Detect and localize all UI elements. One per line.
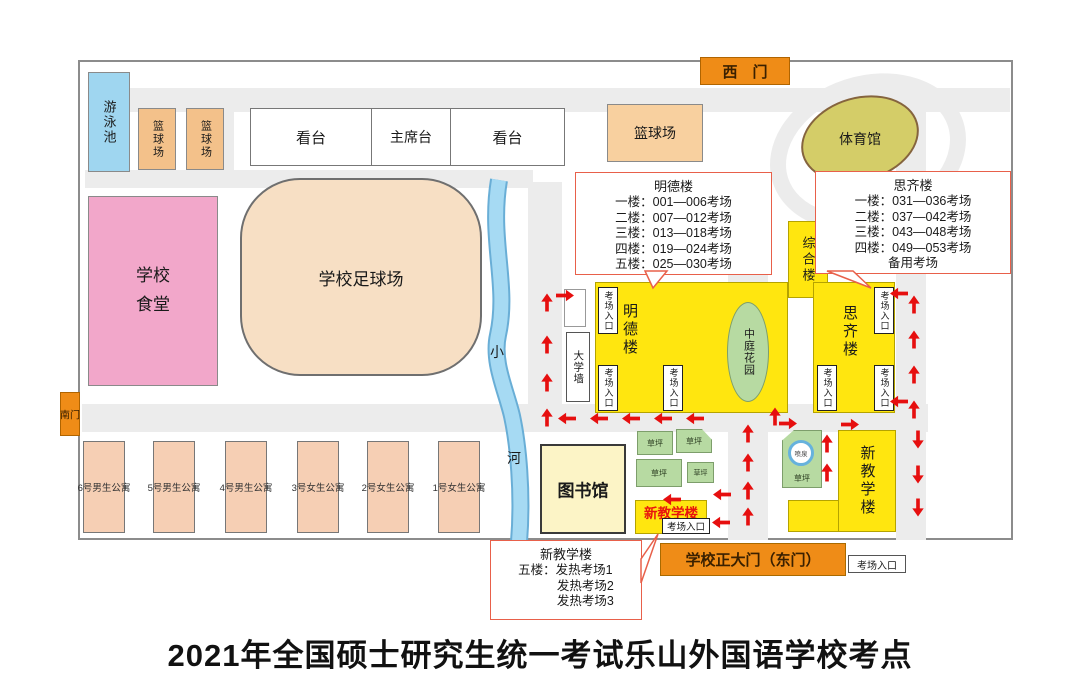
new-building-callout-title: 新教学楼 xyxy=(539,547,592,562)
callout-line: 二楼：007—012考场 xyxy=(615,210,732,225)
exam-entrance-box: 考场入口 xyxy=(874,287,894,334)
comprehensive-building-label: 综合楼 xyxy=(800,235,816,284)
dorm-building: 2号女生公寓 xyxy=(362,441,414,533)
callout-line: 三楼：013—018考场 xyxy=(615,226,732,240)
swimming-pool-label: 游泳池 xyxy=(101,99,117,145)
callout-line: 四楼：019—024考场 xyxy=(615,241,732,256)
exam-entrance-box: 考场入口 xyxy=(663,365,683,411)
exam-entrance-box: 考场入口 xyxy=(874,365,894,411)
callout-line: 备用考场 xyxy=(887,256,938,270)
basketball-court-small-1: 篮球场 xyxy=(138,108,176,170)
mingde-callout-title: 明德楼 xyxy=(653,179,693,194)
callout-line: 发热考场2 xyxy=(556,578,614,593)
dorm-building: 3号女生公寓 xyxy=(292,441,344,533)
university-wall-label: 大学墙 xyxy=(572,349,585,385)
exam-entrance-label: 考场入口 xyxy=(879,368,890,408)
new-building-callout-pointer xyxy=(640,533,659,584)
atrium-garden: 中庭花园 xyxy=(727,302,769,402)
road-segment xyxy=(528,182,562,432)
main-gate: 学校正大门（东门） xyxy=(660,543,846,576)
exam-entrance-box: 考场入口 xyxy=(848,555,906,573)
exam-entrance-box: 考场入口 xyxy=(598,287,618,334)
dorm-label: 1号女生公寓 xyxy=(432,483,486,494)
exam-entrance-box: 考场入口 xyxy=(598,365,618,411)
dorm-building: 1号女生公寓 xyxy=(433,441,485,533)
dorm-building: 4号男生公寓 xyxy=(220,441,272,533)
podium: 主席台 xyxy=(372,109,451,165)
callout-line: 一楼：031—036考场 xyxy=(854,194,972,208)
road-segment xyxy=(82,404,928,432)
dorm-label: 4号男生公寓 xyxy=(219,483,273,494)
page-title: 2021年全国硕士研究生统一考试乐山外国语学校考点 xyxy=(167,638,913,673)
exam-entrance-box: 考场入口 xyxy=(817,365,837,411)
gymnasium-label: 体育馆 xyxy=(839,131,881,147)
dorm-label: 2号女生公寓 xyxy=(361,483,415,494)
swimming-pool: 游泳池 xyxy=(88,72,130,172)
mingde-building-label: 明德楼 xyxy=(621,303,638,357)
dorm-building: 5号男生公寓 xyxy=(148,441,200,533)
lawn-patch: 草坪 xyxy=(687,462,714,483)
fountain: 喷泉 xyxy=(788,440,814,466)
new-teaching-building-label: 新教学楼 xyxy=(644,506,698,521)
basketball-court-large: 篮球场 xyxy=(607,104,703,162)
new-teaching-building-right: 新教学楼 xyxy=(838,430,896,532)
callout-line: 一楼：001—006考场 xyxy=(615,195,732,209)
new-teaching-building-right-wing xyxy=(788,500,840,532)
callout-line: 五楼：发热考场1 xyxy=(518,563,613,577)
library-label: 图书馆 xyxy=(557,481,609,501)
new-teaching-building-label: 新教学楼 xyxy=(858,445,876,517)
exam-entrance-label: 考场入口 xyxy=(668,368,679,408)
route-arrow xyxy=(556,289,574,302)
exam-entrance-label: 考场入口 xyxy=(603,290,614,331)
callout-line: 二楼：037—042考场 xyxy=(854,209,972,224)
siqi-callout-title: 思齐楼 xyxy=(893,178,933,193)
dorm-label: 3号女生公寓 xyxy=(291,483,345,494)
river-label-1: 小 xyxy=(490,344,504,360)
basketball-court-label: 篮球场 xyxy=(199,119,212,159)
basketball-court-small-2: 篮球场 xyxy=(186,108,224,170)
callout-line: 五楼：025—030考场 xyxy=(615,257,732,271)
siqi-callout: 思齐楼 一楼：031—036考场 二楼：037—042考场 三楼：043—048… xyxy=(815,171,1011,274)
exam-entrance-label: 考场入口 xyxy=(879,290,890,331)
callout-line: 四楼：049—053考场 xyxy=(854,240,972,255)
new-building-callout: 新教学楼 五楼：发热考场1 发热考场2 发热考场3 xyxy=(490,540,642,620)
route-arrow xyxy=(841,418,859,431)
river-label-2: 河 xyxy=(507,450,521,466)
basketball-court-label: 篮球场 xyxy=(151,119,164,159)
canteen-label: 学校食堂 xyxy=(136,266,170,314)
library: 图书馆 xyxy=(540,444,626,534)
exam-entrance-label: 考场入口 xyxy=(603,368,614,408)
football-field: 学校足球场 xyxy=(240,178,482,376)
west-gate: 西 门 xyxy=(700,57,790,85)
route-arrow xyxy=(779,417,797,430)
canteen: 学校食堂 xyxy=(88,196,218,386)
dorm-label: 5号男生公寓 xyxy=(147,483,201,494)
university-wall: 大学墙 xyxy=(566,332,590,402)
lawn-patch: 草坪 xyxy=(637,431,673,455)
atrium-garden-label: 中庭花园 xyxy=(742,328,755,376)
exam-entrance-box: 考场入口 xyxy=(662,518,710,534)
callout-line: 发热考场3 xyxy=(556,594,614,608)
stand-right: 看台 xyxy=(492,129,523,147)
south-gate-label: 南门 xyxy=(60,410,80,422)
dorm-building: 6号男生公寓 xyxy=(78,441,130,533)
siqi-building-label: 思齐楼 xyxy=(841,305,858,359)
south-gate: 南门 xyxy=(60,392,80,436)
lawn-patch: 草坪 xyxy=(636,459,682,487)
dorm-label: 6号男生公寓 xyxy=(77,483,131,494)
mingde-callout: 明德楼 一楼：001—006考场 二楼：007—012考场 三楼：013—018… xyxy=(575,172,772,275)
callout-line: 三楼：043—048考场 xyxy=(854,225,972,239)
stand-left: 看台 xyxy=(251,109,372,165)
grandstand: 看台 主席台 看台 xyxy=(250,108,565,166)
exam-entrance-label: 考场入口 xyxy=(822,368,833,408)
